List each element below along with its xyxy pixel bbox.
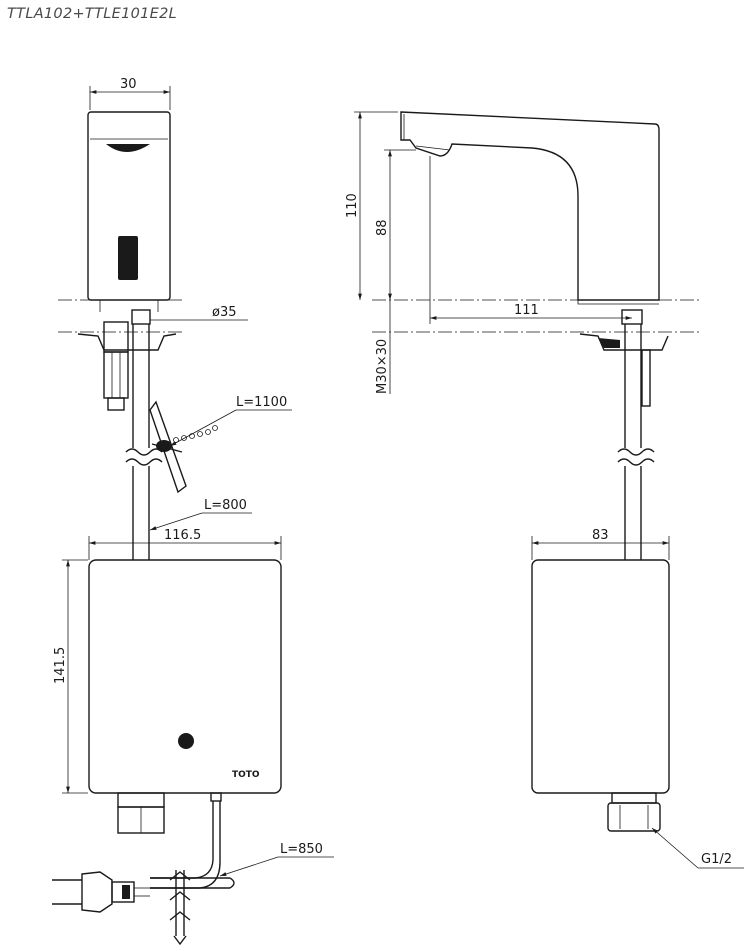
label-hose-length: L=1100 <box>236 395 287 410</box>
power-cable <box>150 792 235 889</box>
dim-spout-height: 88 <box>375 149 416 300</box>
label-connection: G1/2 <box>701 852 732 867</box>
leader-cable-bottom: L=850 <box>219 842 334 877</box>
label-faucet-width: 30 <box>120 77 137 92</box>
label-cable-length-bottom: L=850 <box>280 842 323 857</box>
sensor-eye-icon <box>118 236 138 280</box>
label-cable-length-top: L=800 <box>204 498 247 513</box>
dim-faucet-width: 30 <box>89 77 171 110</box>
leader-hose-length: L=1100 <box>169 395 292 447</box>
front-view: 30 <box>52 77 334 946</box>
shank-front <box>125 309 163 560</box>
faucet-head-front <box>87 111 171 312</box>
power-plug <box>52 871 150 913</box>
label-spout-height: 88 <box>375 219 390 236</box>
mounting-nut-front <box>77 321 177 411</box>
water-connector-side <box>607 792 661 832</box>
label-spout-reach: 111 <box>514 303 539 318</box>
dim-box-depth: 83 <box>531 528 670 560</box>
label-box-height: 141.5 <box>53 647 68 684</box>
label-total-height: 110 <box>345 193 360 218</box>
water-connector-front <box>117 792 165 834</box>
drain-valve <box>169 870 191 946</box>
control-box-side <box>531 559 670 794</box>
brand-logo: TOTO <box>232 770 260 780</box>
dim-thread: M30×30 <box>375 300 391 394</box>
side-view: 110 88 M30×30 111 <box>345 111 744 869</box>
control-box-front: TOTO <box>88 559 282 794</box>
label-thread: M30×30 <box>375 339 390 394</box>
hose-front <box>149 400 218 494</box>
label-shank-diameter: ø35 <box>212 305 237 320</box>
drawing-title: TTLA102+TTLE101E2L <box>7 6 178 22</box>
dim-total-height: 110 <box>345 111 398 300</box>
dim-shank-diameter: ø35 <box>150 305 248 321</box>
dim-spout-reach: 111 <box>429 156 632 324</box>
label-box-depth: 83 <box>592 528 609 543</box>
label-box-width: 116.5 <box>164 528 201 543</box>
shank-side <box>579 309 669 560</box>
faucet-body-side <box>400 111 660 305</box>
dim-box-width: 116.5 <box>88 528 282 560</box>
leader-connection: G1/2 <box>651 827 744 869</box>
dim-box-height: 141.5 <box>53 559 88 794</box>
sensor-window-icon <box>106 144 150 152</box>
leader-cable-top: L=800 <box>149 498 252 531</box>
